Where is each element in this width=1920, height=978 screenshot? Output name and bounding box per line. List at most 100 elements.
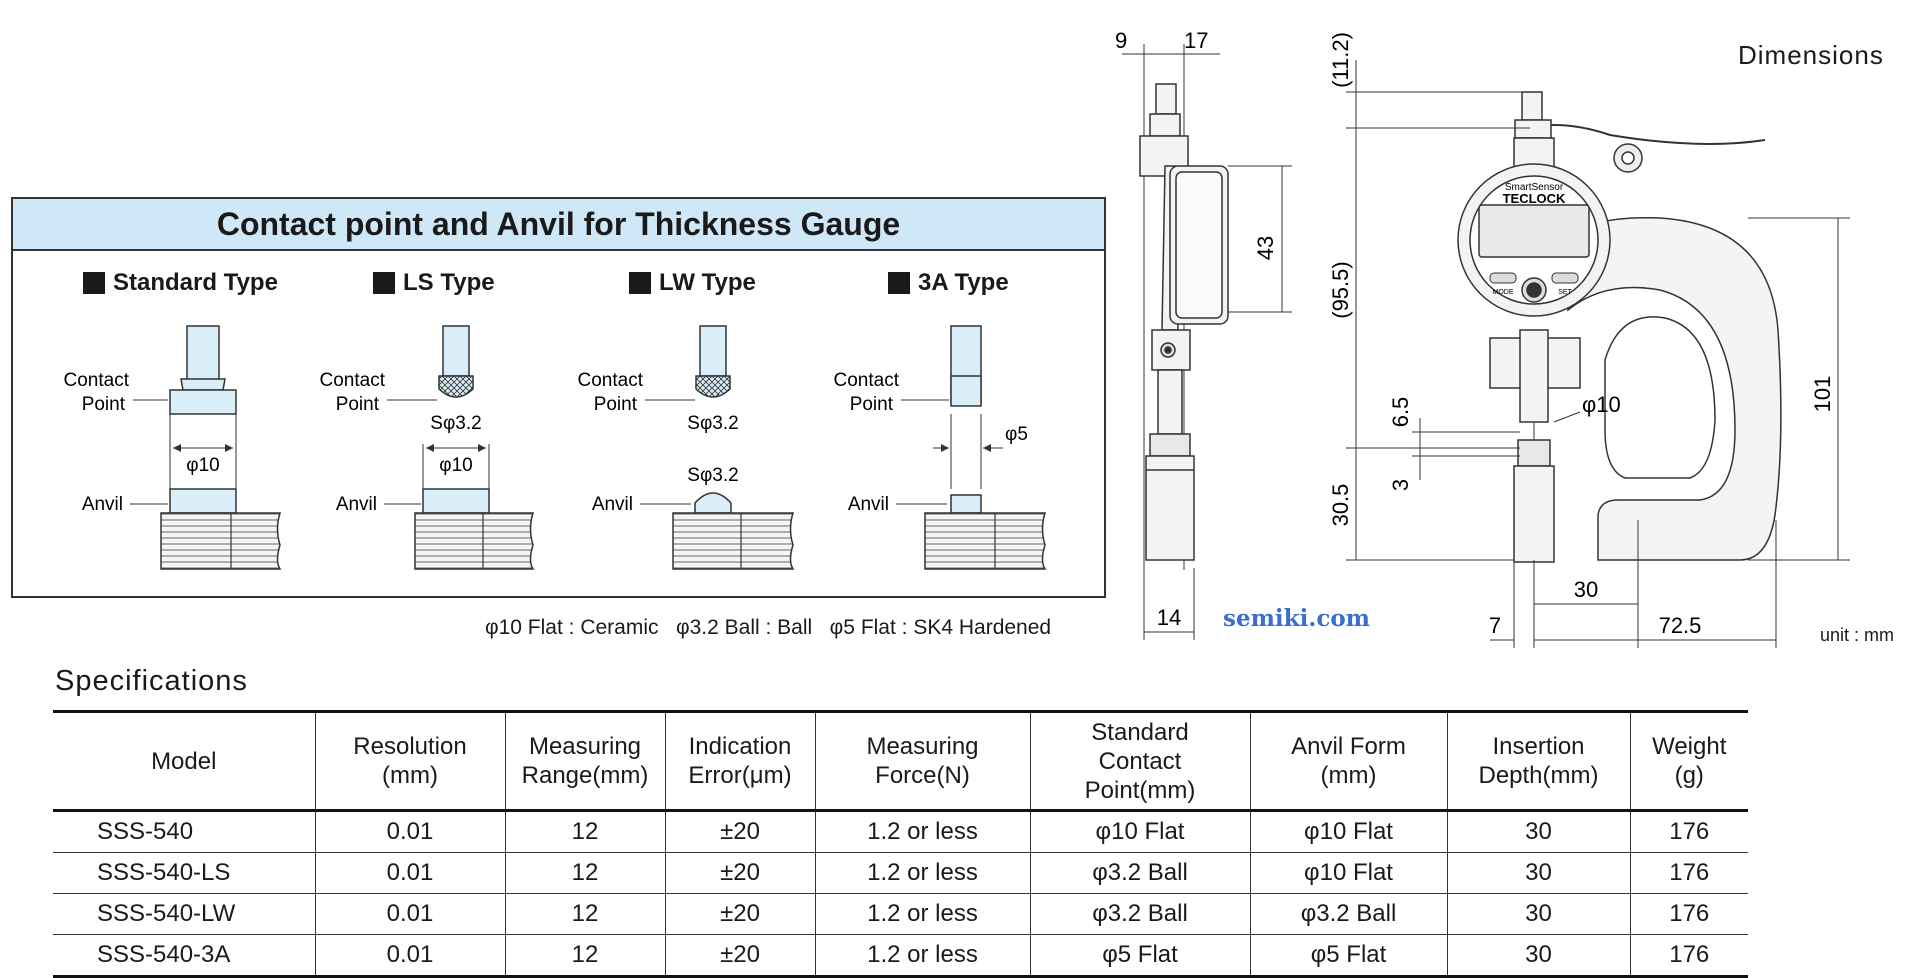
- col-header: Insertion Depth(mm): [1446, 711, 1631, 811]
- table-cell: φ3.2 Ball: [1029, 893, 1251, 935]
- table-cell: φ10 Flat: [1029, 810, 1251, 853]
- black-square-icon: [629, 272, 651, 294]
- col-header: Model: [53, 711, 316, 811]
- col-header: Anvil Form (mm): [1249, 711, 1448, 811]
- front-dim-30-5: 30.5: [1328, 484, 1353, 527]
- col-header: Resolution (mm): [314, 711, 506, 811]
- table-cell: φ10 Flat: [1249, 810, 1448, 853]
- standard-type-drawing: [160, 325, 282, 570]
- table-cell: SSS-540: [53, 810, 316, 853]
- dial-brand-label: TECLOCK: [1503, 191, 1566, 206]
- std-contact-label-2: Point: [82, 394, 126, 415]
- 3a-contact-label-1: Contact: [834, 370, 900, 391]
- dial-mode-label: MODE: [1493, 289, 1514, 296]
- side-dim-17: 17: [1184, 28, 1208, 53]
- std-anvil-label: Anvil: [82, 494, 123, 515]
- front-dimension-lines: [1346, 60, 1850, 648]
- table-row: SSS-540 0.01 12 ±20 1.2 or less φ10 Flat…: [53, 810, 1748, 853]
- table-cell: 30: [1446, 934, 1631, 978]
- black-square-icon: [83, 272, 105, 294]
- black-square-icon: [888, 272, 910, 294]
- table-cell: SSS-540-LW: [53, 893, 316, 935]
- ls-dim-phi10: φ10: [439, 455, 472, 476]
- table-row: SSS-540-3A 0.01 12 ±20 1.2 or less φ5 Fl…: [53, 934, 1748, 978]
- table-cell: 0.01: [314, 893, 506, 935]
- type-title-3a: 3A Type: [888, 269, 1009, 297]
- side-dim-14: 14: [1157, 605, 1181, 630]
- front-dim-72-5: 72.5: [1659, 613, 1702, 638]
- table-cell: 0.01: [314, 810, 506, 853]
- col-header: Measuring Force(N): [814, 711, 1031, 811]
- panel-title: Contact point and Anvil for Thickness Ga…: [13, 199, 1104, 251]
- table-cell: 1.2 or less: [814, 893, 1031, 935]
- table-cell: 30: [1446, 810, 1631, 853]
- front-dim-3: 3: [1388, 479, 1413, 491]
- type-title-standard: Standard Type: [83, 269, 278, 297]
- front-dim-95-5: (95.5): [1328, 261, 1353, 318]
- table-cell: 176: [1629, 810, 1748, 853]
- table-cell: φ10 Flat: [1249, 852, 1448, 894]
- specifications-title: Specifications: [55, 665, 248, 697]
- lw-contact-label-2: Point: [594, 394, 638, 415]
- table-cell: 176: [1629, 852, 1748, 894]
- side-view: [1139, 52, 1229, 570]
- table-row: SSS-540-LW 0.01 12 ±20 1.2 or less φ3.2 …: [53, 893, 1748, 935]
- lw-dim-sphi32-anvil: Sφ3.2: [687, 465, 738, 486]
- table-cell: 12: [504, 852, 666, 894]
- 3a-contact-label-2: Point: [850, 394, 894, 415]
- table-cell: SSS-540-3A: [53, 934, 316, 978]
- table-cell: φ5 Flat: [1249, 934, 1448, 978]
- table-cell: φ3.2 Ball: [1029, 852, 1251, 894]
- table-cell: 1.2 or less: [814, 810, 1031, 853]
- contact-point-drawings: Contact Point φ10 Anvil Contact Point Sφ…: [64, 325, 1047, 570]
- contact-point-panel: Contact point and Anvil for Thickness Ga…: [11, 197, 1106, 598]
- black-square-icon: [373, 272, 395, 294]
- table-cell: ±20: [664, 852, 816, 894]
- front-dim-6-5: 6.5: [1388, 397, 1413, 428]
- col-header: Measuring Range(mm): [504, 711, 666, 811]
- ls-contact-label-1: Contact: [320, 370, 386, 391]
- front-dim-7: 7: [1489, 613, 1501, 638]
- side-dim-9: 9: [1115, 28, 1127, 53]
- front-dim-11-2: (11.2): [1328, 32, 1353, 88]
- table-cell: 0.01: [314, 852, 506, 894]
- std-contact-label-1: Contact: [64, 370, 130, 391]
- material-note: φ10 Flat : Ceramic φ3.2 Ball : Ball φ5 F…: [485, 616, 1052, 639]
- front-view: [1457, 91, 1782, 563]
- lw-contact-label-1: Contact: [578, 370, 644, 391]
- col-header: Standard Contact Point(mm): [1029, 711, 1251, 811]
- col-header: Indication Error(μm): [664, 711, 816, 811]
- table-cell: 0.01: [314, 934, 506, 978]
- table-cell: 30: [1446, 852, 1631, 894]
- front-dim-phi10: φ10: [1582, 392, 1621, 417]
- front-dim-30: 30: [1574, 577, 1598, 602]
- col-header: Weight (g): [1629, 711, 1748, 811]
- ls-contact-label-2: Point: [336, 394, 380, 415]
- table-cell: φ3.2 Ball: [1249, 893, 1448, 935]
- lw-type-drawing: [672, 325, 795, 570]
- table-row: SSS-540-LS 0.01 12 ±20 1.2 or less φ3.2 …: [53, 852, 1748, 894]
- table-cell: 30: [1446, 893, 1631, 935]
- dial-set-label: SET: [1558, 289, 1572, 296]
- unit-note: unit : mm: [1820, 625, 1895, 645]
- table-cell: SSS-540-LS: [53, 852, 316, 894]
- table-cell: 1.2 or less: [814, 934, 1031, 978]
- table-cell: 1.2 or less: [814, 852, 1031, 894]
- table-cell: 176: [1629, 934, 1748, 978]
- side-dimension-lines: [1122, 44, 1292, 640]
- table-cell: ±20: [664, 810, 816, 853]
- type-title-lw: LW Type: [629, 269, 756, 297]
- dial-sub-label: SmartSensor: [1505, 182, 1564, 193]
- lw-anvil-label: Anvil: [592, 494, 633, 515]
- table-header-row: Model Resolution (mm) Measuring Range(mm…: [53, 711, 1748, 811]
- 3a-anvil-label: Anvil: [848, 494, 889, 515]
- ls-anvil-label: Anvil: [336, 494, 377, 515]
- type-title-ls: LS Type: [373, 269, 495, 297]
- ls-dim-sphi32: Sφ3.2: [430, 413, 481, 434]
- table-cell: 12: [504, 810, 666, 853]
- table-cell: φ5 Flat: [1029, 934, 1251, 978]
- table-cell: 12: [504, 934, 666, 978]
- 3a-dim-phi5: φ5: [1005, 424, 1028, 445]
- table-cell: ±20: [664, 934, 816, 978]
- std-dim-phi10: φ10: [186, 455, 219, 476]
